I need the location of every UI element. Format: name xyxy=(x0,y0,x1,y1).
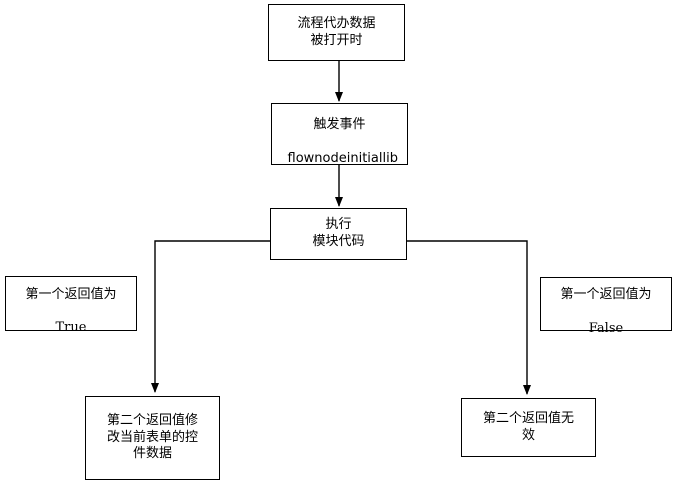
node-trigger-event-line1: 触发事件 xyxy=(313,117,366,133)
node-execute-module-code-label: 执行 模块代码 xyxy=(312,217,365,249)
node-first-return-false-value: False xyxy=(588,320,624,336)
connector-exec-to-false-result xyxy=(407,240,531,395)
node-second-return-invalid: 第二个返回值无 效 xyxy=(461,398,596,457)
node-first-return-true-label: 第一个返回值为 True xyxy=(25,270,116,337)
node-first-return-true-value: True xyxy=(55,320,87,336)
node-start-event-label: 流程代办数据 被打开时 xyxy=(297,15,376,48)
node-first-return-false-line1: 第一个返回值为 xyxy=(560,287,652,303)
node-trigger-event-label: 触发事件 _flownodeinitiallib xyxy=(281,101,398,168)
node-first-return-false-label: 第一个返回值为 False xyxy=(560,271,651,338)
node-execute-module-code: 执行 模块代码 xyxy=(270,208,407,260)
node-second-return-modifies-form-label: 第二个返回值修 改当前表单的控 件数据 xyxy=(106,413,198,462)
node-start-event: 流程代办数据 被打开时 xyxy=(268,4,405,61)
node-second-return-invalid-label: 第二个返回值无 效 xyxy=(482,410,574,443)
node-first-return-true-line1: 第一个返回值为 xyxy=(25,286,117,302)
node-second-return-modifies-form: 第二个返回值修 改当前表单的控 件数据 xyxy=(85,396,220,480)
node-trigger-event: 触发事件 _flownodeinitiallib xyxy=(271,101,408,168)
node-trigger-event-line2: _flownodeinitiallib xyxy=(281,150,398,166)
node-first-return-true: 第一个返回值为 True xyxy=(5,276,137,335)
node-first-return-false: 第一个返回值为 False xyxy=(540,277,672,336)
connector-exec-to-true-result xyxy=(151,240,270,393)
